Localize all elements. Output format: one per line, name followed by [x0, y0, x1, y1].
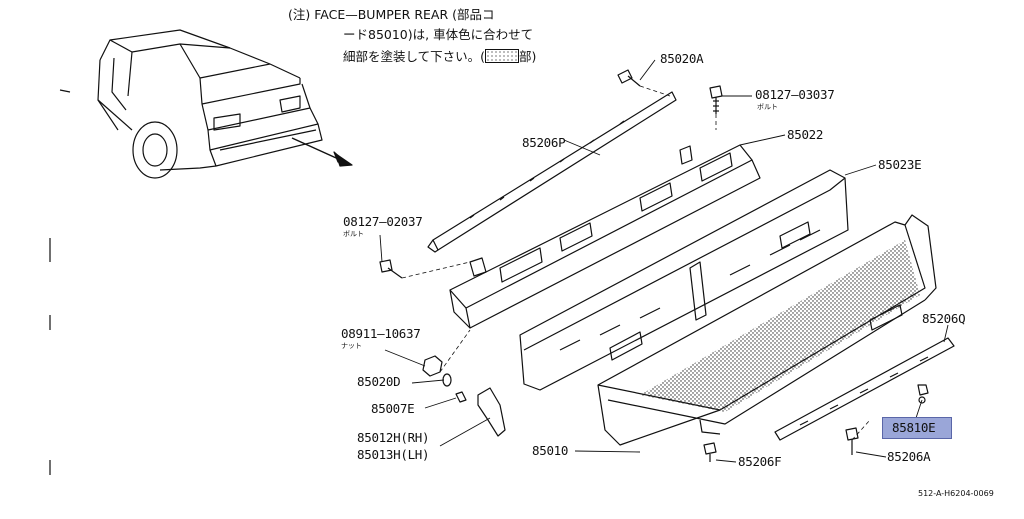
- bumper-face-85010: [597, 214, 937, 446]
- note-line-3: 細部を塗装して下さい。( 部): [343, 49, 536, 64]
- label-85010: 85010: [532, 443, 569, 458]
- note-dotted-swatch: [485, 49, 520, 63]
- label-85020A: 85020A: [660, 51, 704, 66]
- label-85020D: 85020D: [357, 374, 401, 389]
- label-85206F: 85206F: [738, 454, 782, 469]
- bracket-85206P: [427, 91, 677, 253]
- label-85810E: 85810E: [892, 420, 936, 435]
- note-line-3-text: 細部を塗装して下さい。(: [343, 49, 486, 64]
- label-nut: ナット: [341, 342, 362, 350]
- car-illustration: [59, 29, 323, 179]
- label-85013H: 85013H(LH): [357, 447, 430, 462]
- label-08127-03037: 08127—03037: [755, 87, 835, 102]
- label-bolt-upper: ボルト: [757, 103, 778, 111]
- label-85022: 85022: [787, 127, 824, 142]
- label-85012H: 85012H(RH): [357, 430, 430, 445]
- label-08911-10637: 08911—10637: [341, 326, 421, 341]
- label-08127-02037: 08127—02037: [343, 214, 423, 229]
- strip-85206Q: [774, 337, 955, 441]
- reinforcement-85022: [449, 144, 761, 329]
- figure-id: 512-A-H6204-0069: [918, 489, 994, 498]
- label-85007E: 85007E: [371, 401, 415, 416]
- note-line-2: ード85010)は, 車体色に合わせて: [343, 27, 534, 42]
- label-85206P: 85206P: [522, 135, 566, 150]
- label-85206A: 85206A: [887, 449, 931, 464]
- note-line-1: (注) FACE—BUMPER REAR (部品コ: [288, 7, 495, 22]
- note-line-3-suffix: 部): [519, 49, 537, 64]
- label-85023E: 85023E: [878, 157, 922, 172]
- label-85206Q: 85206Q: [922, 311, 966, 326]
- highlight-85810E: 85810E: [882, 417, 952, 439]
- absorber-85023E: [519, 169, 849, 391]
- label-bolt-left: ボルト: [343, 230, 364, 238]
